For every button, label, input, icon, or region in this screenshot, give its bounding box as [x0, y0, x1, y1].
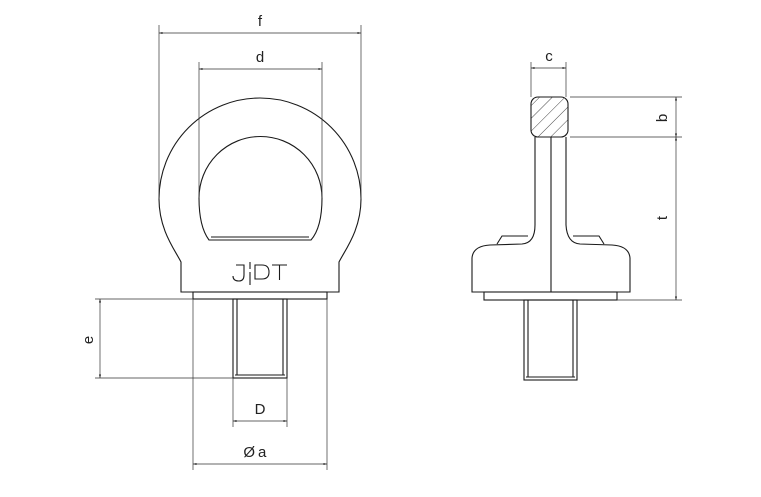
- section-hatch: [531, 97, 568, 137]
- washer-front: [192, 291, 328, 300]
- dim-e-label: e: [80, 336, 97, 344]
- diameter-symbol: Ø: [243, 444, 255, 461]
- dim-a-label: a: [258, 444, 267, 461]
- washer-side: [483, 291, 618, 301]
- base-chamfer-right: [573, 235, 605, 245]
- eye-inner-opening: [198, 135, 323, 241]
- thread-shank-side: [523, 299, 578, 381]
- jidt-logo: [232, 262, 287, 285]
- dim-D-label: D: [255, 401, 266, 418]
- dim-t-label: t: [654, 215, 671, 220]
- side-view: [471, 96, 631, 381]
- dim-d-label: d: [256, 49, 264, 66]
- front-dimensions: f d e D Ø a: [80, 13, 362, 470]
- dim-f-label: f: [258, 13, 263, 30]
- front-view: [158, 97, 362, 379]
- dim-c-label: c: [545, 48, 553, 65]
- eye-outer-outline: [158, 97, 362, 293]
- eye-cross-section: [530, 96, 569, 138]
- thread-shank-front: [232, 298, 288, 379]
- base-chamfer-left: [496, 235, 528, 245]
- side-dimensions: c b t: [530, 48, 682, 301]
- dim-b-label: b: [654, 114, 671, 122]
